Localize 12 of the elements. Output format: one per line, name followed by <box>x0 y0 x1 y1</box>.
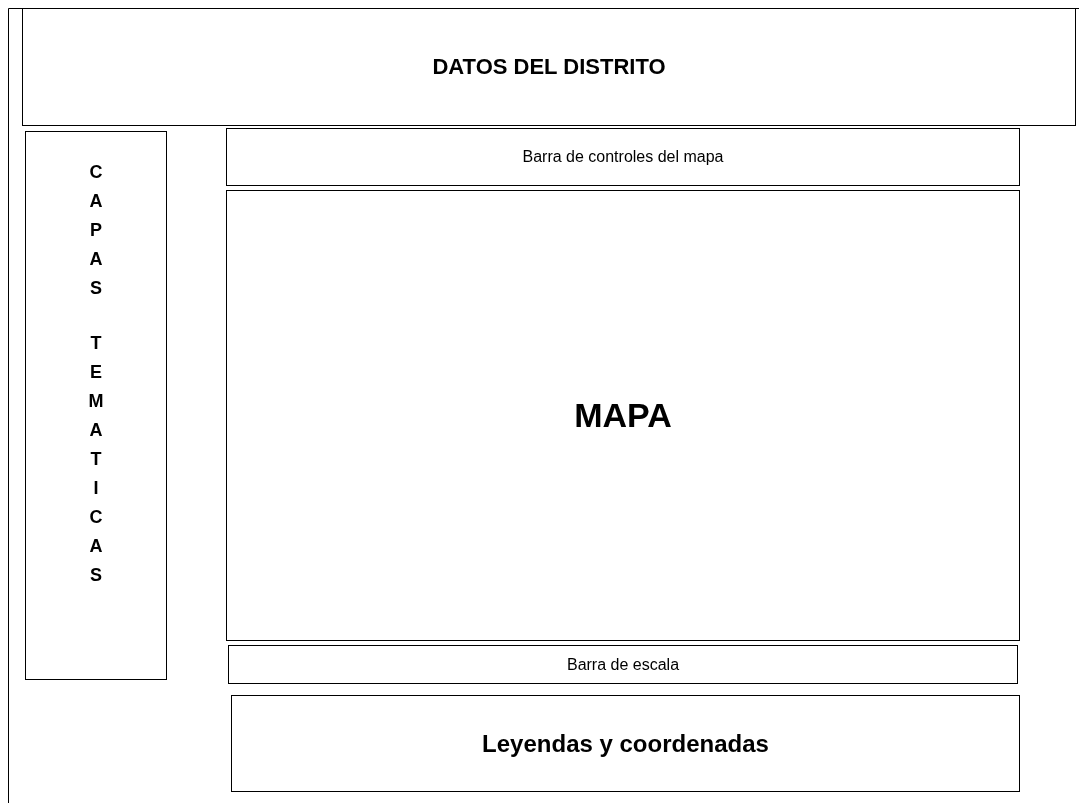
map-panel <box>226 190 1020 641</box>
panel-title: Leyendas y coordenadas <box>482 729 769 758</box>
vertical-label: CAPAS TEMATICAS <box>87 161 105 587</box>
panel-title: DATOS DEL DISTRITO <box>432 54 666 80</box>
side-panel <box>25 131 167 680</box>
panel-title: MAPA <box>574 396 672 435</box>
header-panel <box>22 8 1076 126</box>
toolbar-panel <box>228 645 1018 684</box>
toolbar-panel <box>226 128 1020 186</box>
panel-label: Barra de controles del mapa <box>522 148 724 166</box>
footer-panel <box>231 695 1020 792</box>
panel-label: Barra de escala <box>566 655 680 674</box>
